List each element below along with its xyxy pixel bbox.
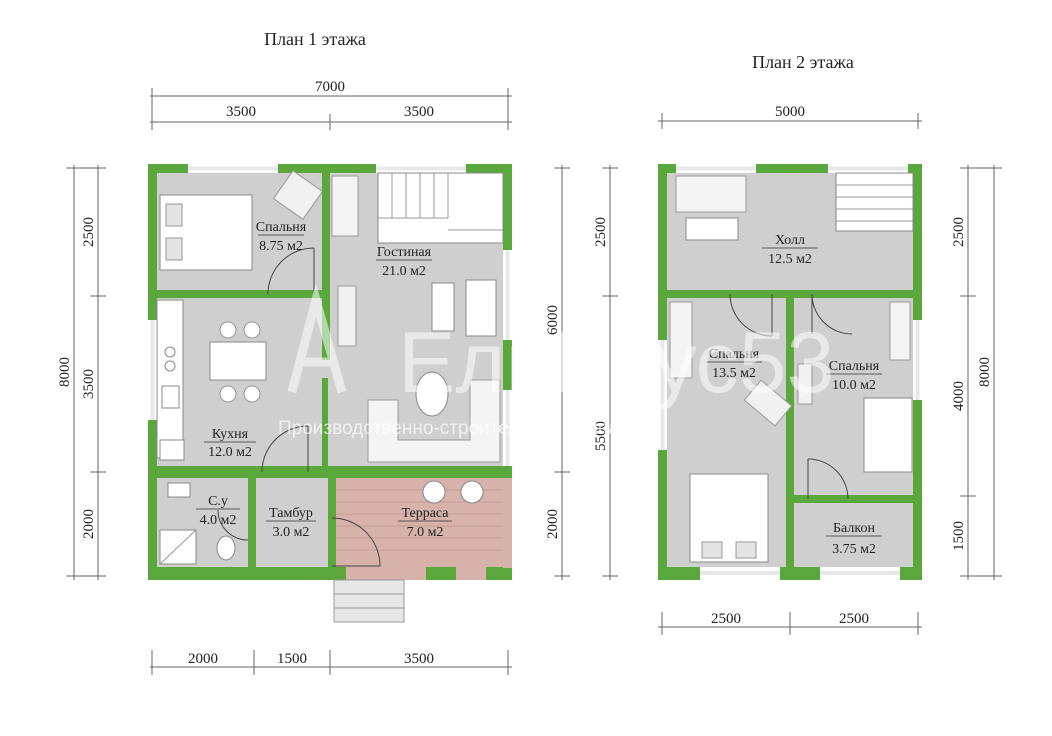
f2-bedroom-left-name: Спальня [709,347,760,362]
f1-bedroom-name: Спальня [256,220,307,235]
dim-f2-total-height: 8000 [977,357,993,387]
f2-balcony-area: 3.75 м2 [832,542,876,557]
dim-f2-total-width: 5000 [775,104,805,120]
f1-bedroom-area: 8.75 м2 [259,239,303,254]
floor2-dimension-lines [602,113,1002,635]
f1-living-area: 21.0 м2 [382,264,426,279]
dim-f2-left-1: 2500 [593,217,609,247]
watermark-tagline: Производственно-строительная компания [278,418,650,439]
dim-f1-top-left: 3500 [226,104,256,120]
f2-bedroom-right-name: Спальня [829,359,880,374]
dim-f1-bottom-1: 2000 [188,651,218,667]
dim-f1-top-right: 3500 [404,104,434,120]
f2-balcony-name: Балкон [833,521,875,536]
f1-wc-area: 4.0 м2 [200,513,237,528]
dim-f2-bottom-2: 2500 [839,611,869,627]
f1-terrace-area: 7.0 м2 [407,525,444,540]
f2-hall-name: Холл [775,233,805,248]
f1-wc-name: С.у [208,494,228,509]
dim-f1-left-1: 2500 [81,217,97,247]
floor1-dimension-labels: 7000 3500 3500 2000 1500 3500 8000 2500 … [57,79,561,667]
floor2-title: План 2 этажа [752,52,854,72]
dim-f1-total-height: 8000 [57,357,73,387]
dim-f1-right-1: 6000 [545,305,561,335]
dim-f1-total-width: 7000 [315,79,345,95]
dim-f1-bottom-2: 1500 [277,651,307,667]
f2-hall-area: 12.5 м2 [768,252,812,267]
floor2-room-labels: Холл 12.5 м2 Спальня 13.5 м2 Спальня 10.… [706,233,882,557]
dim-f1-left-3: 2000 [81,509,97,539]
watermark-brand: ЕльБрус53 [398,315,834,411]
floor1-room-labels: Спальня 8.75 м2 Гостиная 21.0 м2 Кухня 1… [196,220,452,540]
f1-vestibule-area: 3.0 м2 [273,525,310,540]
floor1-dimension-lines [66,88,570,675]
dim-f2-left-2: 5500 [593,421,609,451]
f1-living-name: Гостиная [377,245,432,260]
f1-terrace-name: Терраса [401,506,449,521]
f2-bedroom-left-area: 13.5 м2 [712,366,756,381]
dim-f1-bottom-3: 3500 [404,651,434,667]
dim-f2-right-3: 1500 [951,521,967,551]
f1-kitchen-name: Кухня [212,427,249,442]
dim-f1-left-2: 3500 [81,369,97,399]
floor2-plan [658,164,922,580]
dim-f2-right-1: 2500 [951,217,967,247]
dim-f2-bottom-1: 2500 [711,611,741,627]
watermark: ЕльБрус53 Производственно-строительная к… [278,282,834,439]
floor1-title: План 1 этажа [264,29,366,49]
mountain-logo-icon [287,282,347,394]
floor1-plan [148,164,512,623]
f1-vestibule-name: Тамбур [269,506,313,521]
f1-kitchen-area: 12.0 м2 [208,445,252,460]
floor2-dimension-labels: 5000 2500 2500 2500 5500 2500 8000 4000 … [593,104,993,627]
f2-bedroom-right-area: 10.0 м2 [832,378,876,393]
dim-f2-right-2: 4000 [951,381,967,411]
dim-f1-right-2: 2000 [545,509,561,539]
